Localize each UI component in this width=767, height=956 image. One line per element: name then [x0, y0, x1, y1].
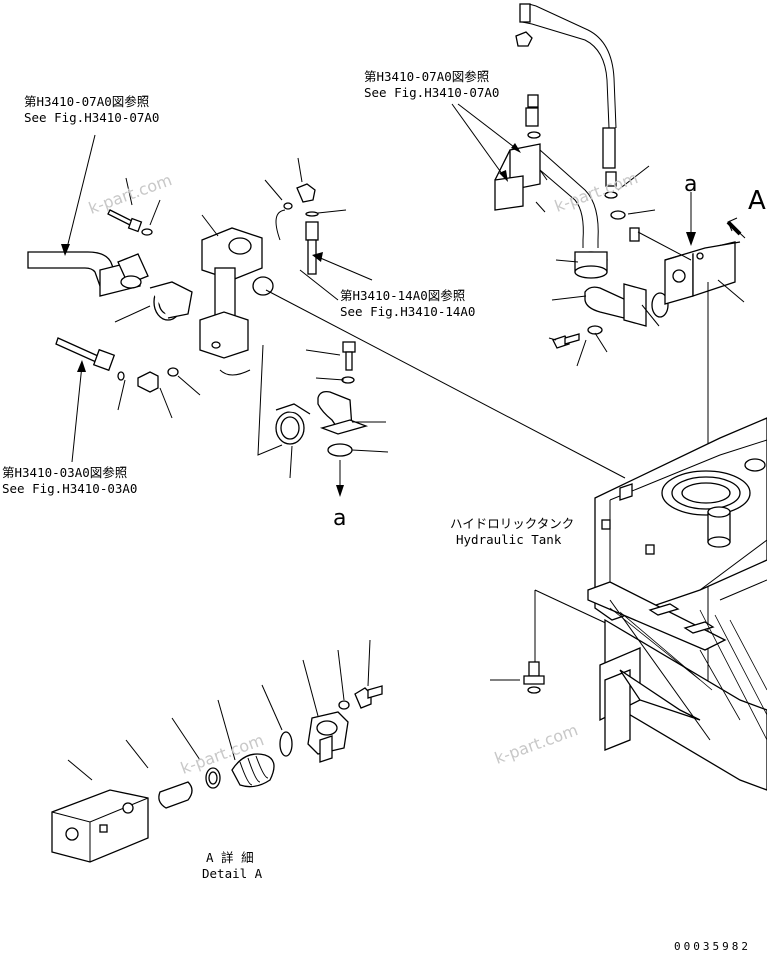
left-bolt: [107, 209, 153, 236]
left-hose-fitting: [55, 337, 179, 393]
hydraulic-tank: [587, 417, 767, 791]
ref-bottom-left-jp: 第H3410-03A0図参照: [2, 465, 128, 480]
ref-middle-jp: 第H3410-14A0図参照: [340, 288, 466, 303]
right-elbow-flange: [552, 283, 669, 349]
left-pipe: [27, 251, 149, 297]
tank-bolt: [523, 661, 545, 694]
marker-a-mid: a: [333, 506, 347, 531]
tank-label-jp: ハイドロリックタンク: [450, 516, 575, 531]
right-small-fittings: [604, 171, 640, 242]
lower-clamp: [275, 403, 311, 445]
leader-lines: [114, 157, 745, 688]
ref-top-left-jp: 第H3410-07A0図参照: [24, 94, 150, 109]
tank-label-en: Hydraulic Tank: [456, 532, 562, 547]
ref-middle-en: See Fig.H3410-14A0: [340, 304, 476, 319]
center-elbow: [317, 341, 369, 497]
detail-A-parts: [51, 639, 383, 863]
ref-top-right-en: See Fig.H3410-07A0: [364, 85, 500, 100]
marker-a-top: a: [684, 172, 698, 197]
marker-A: A: [748, 186, 766, 216]
left-clamp: [149, 281, 193, 321]
ref-bottom-left-en: See Fig.H3410-03A0: [2, 481, 138, 496]
detail-label-jp: A 詳 細: [206, 850, 254, 865]
long-bolt: [305, 221, 319, 275]
ref-top-right-jp: 第H3410-07A0図参照: [364, 69, 490, 84]
main-block-tube: [199, 183, 319, 376]
detail-label-en: Detail A: [202, 866, 263, 881]
ref-top-left-en: See Fig.H3410-07A0: [24, 110, 160, 125]
drawing-code: 00035982: [674, 940, 751, 953]
right-bracket-assembly: [494, 94, 608, 279]
block-A: [664, 192, 741, 305]
top-hose: [515, 3, 617, 169]
reference-arrows: [61, 103, 521, 463]
